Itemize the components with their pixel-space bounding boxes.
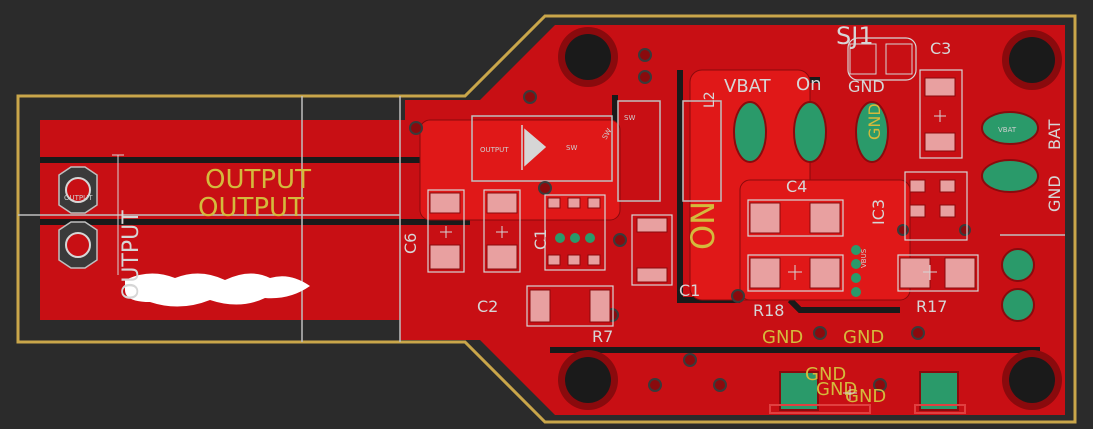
gnd-bot-label-2: GND <box>816 379 857 400</box>
vbus-label: VBUS <box>860 248 868 268</box>
via-icon <box>911 326 925 340</box>
pad-icon <box>981 159 1039 193</box>
pad-icon <box>1001 288 1035 322</box>
pad-icon <box>1001 248 1035 282</box>
designator-ic3: IC3 <box>869 199 888 225</box>
vbat-label: VBAT <box>724 76 772 97</box>
designator-r7: R7 <box>592 327 613 346</box>
output-vertical-label: OUTPUT <box>119 210 144 300</box>
pad-icon <box>793 101 827 163</box>
pad-icon <box>733 101 767 163</box>
pad-icon <box>885 43 913 75</box>
mounting-hole-icon <box>1009 37 1055 83</box>
via-icon <box>409 121 423 135</box>
diode-symbol <box>521 125 547 170</box>
on-top-label: On <box>796 74 822 95</box>
pad-icon <box>570 233 580 243</box>
pad-icon <box>981 111 1039 145</box>
via-icon <box>873 378 887 392</box>
designator-c4: C4 <box>786 177 807 196</box>
gnd-vertical-label: GND <box>865 103 884 140</box>
pad-icon <box>779 371 819 411</box>
designator-r17: R17 <box>916 297 947 316</box>
output-label-2: OUTPUT <box>198 193 304 223</box>
via-icon <box>613 233 627 247</box>
gnd-mid-label-1: GND <box>762 327 803 348</box>
gnd-bot-label-3: GND <box>845 386 886 407</box>
via-icon <box>538 181 552 195</box>
designator-l2: L2 <box>702 91 718 108</box>
designator-r18: R18 <box>753 301 784 320</box>
pad-icon <box>585 233 595 243</box>
board-outline <box>16 14 1077 424</box>
copper-regions <box>419 69 911 301</box>
designator-c3: C3 <box>930 39 951 58</box>
sw-label-1: SW <box>566 144 577 152</box>
redaction-scribble <box>125 273 310 307</box>
pad-icon <box>919 371 959 411</box>
mounting-hole-icon <box>565 34 611 80</box>
pad-icon <box>849 43 877 75</box>
via-icon <box>648 378 662 392</box>
designator-c1-top: C1 <box>531 229 550 250</box>
via-icon <box>713 378 727 392</box>
gnd-top-label: GND <box>848 77 885 96</box>
pad-icon <box>555 233 565 243</box>
via-icon <box>523 90 537 104</box>
pad-icon <box>851 245 861 255</box>
via-icon <box>813 326 827 340</box>
output-label-1: OUTPUT <box>205 165 311 195</box>
pad-icon <box>851 273 861 283</box>
pad-icon <box>855 101 889 163</box>
component-outlines <box>427 37 979 327</box>
output-small-label: OUTPUT <box>480 146 509 154</box>
via-icon <box>731 289 745 303</box>
on-big-label: ON <box>684 201 722 250</box>
mounting-hole-icon <box>565 357 611 403</box>
via-icon <box>638 48 652 62</box>
designator-c1-bottom: C1 <box>679 281 700 300</box>
guide-lines <box>18 96 1065 342</box>
via-icon <box>638 70 652 84</box>
sw-label-2: SW <box>624 114 635 122</box>
designator-c2: C2 <box>477 297 498 316</box>
output-pad-label: OUTPUT <box>64 194 93 202</box>
gnd-right-label: GND <box>1045 175 1064 212</box>
pad-icon <box>851 287 861 297</box>
mounting-hole-icon <box>1009 357 1055 403</box>
via-icon <box>683 353 697 367</box>
mounting-holes <box>558 27 1062 410</box>
gnd-bot-label-1: GND <box>805 364 846 385</box>
designator-sj1: SJ1 <box>836 22 874 50</box>
designator-c6: C6 <box>401 233 420 254</box>
pad-icon <box>851 259 861 269</box>
vbat-small-label: VBAT <box>998 126 1017 134</box>
output-connector <box>58 154 124 275</box>
via-icon <box>959 224 971 236</box>
plus-markers <box>440 110 946 400</box>
gnd-mid-label-2: GND <box>843 327 884 348</box>
through-hole-pads <box>555 43 1039 411</box>
bat-label: BAT <box>1045 119 1064 150</box>
smd-pads <box>429 77 976 323</box>
bottom-rails <box>769 404 966 414</box>
via-icon <box>897 224 909 236</box>
